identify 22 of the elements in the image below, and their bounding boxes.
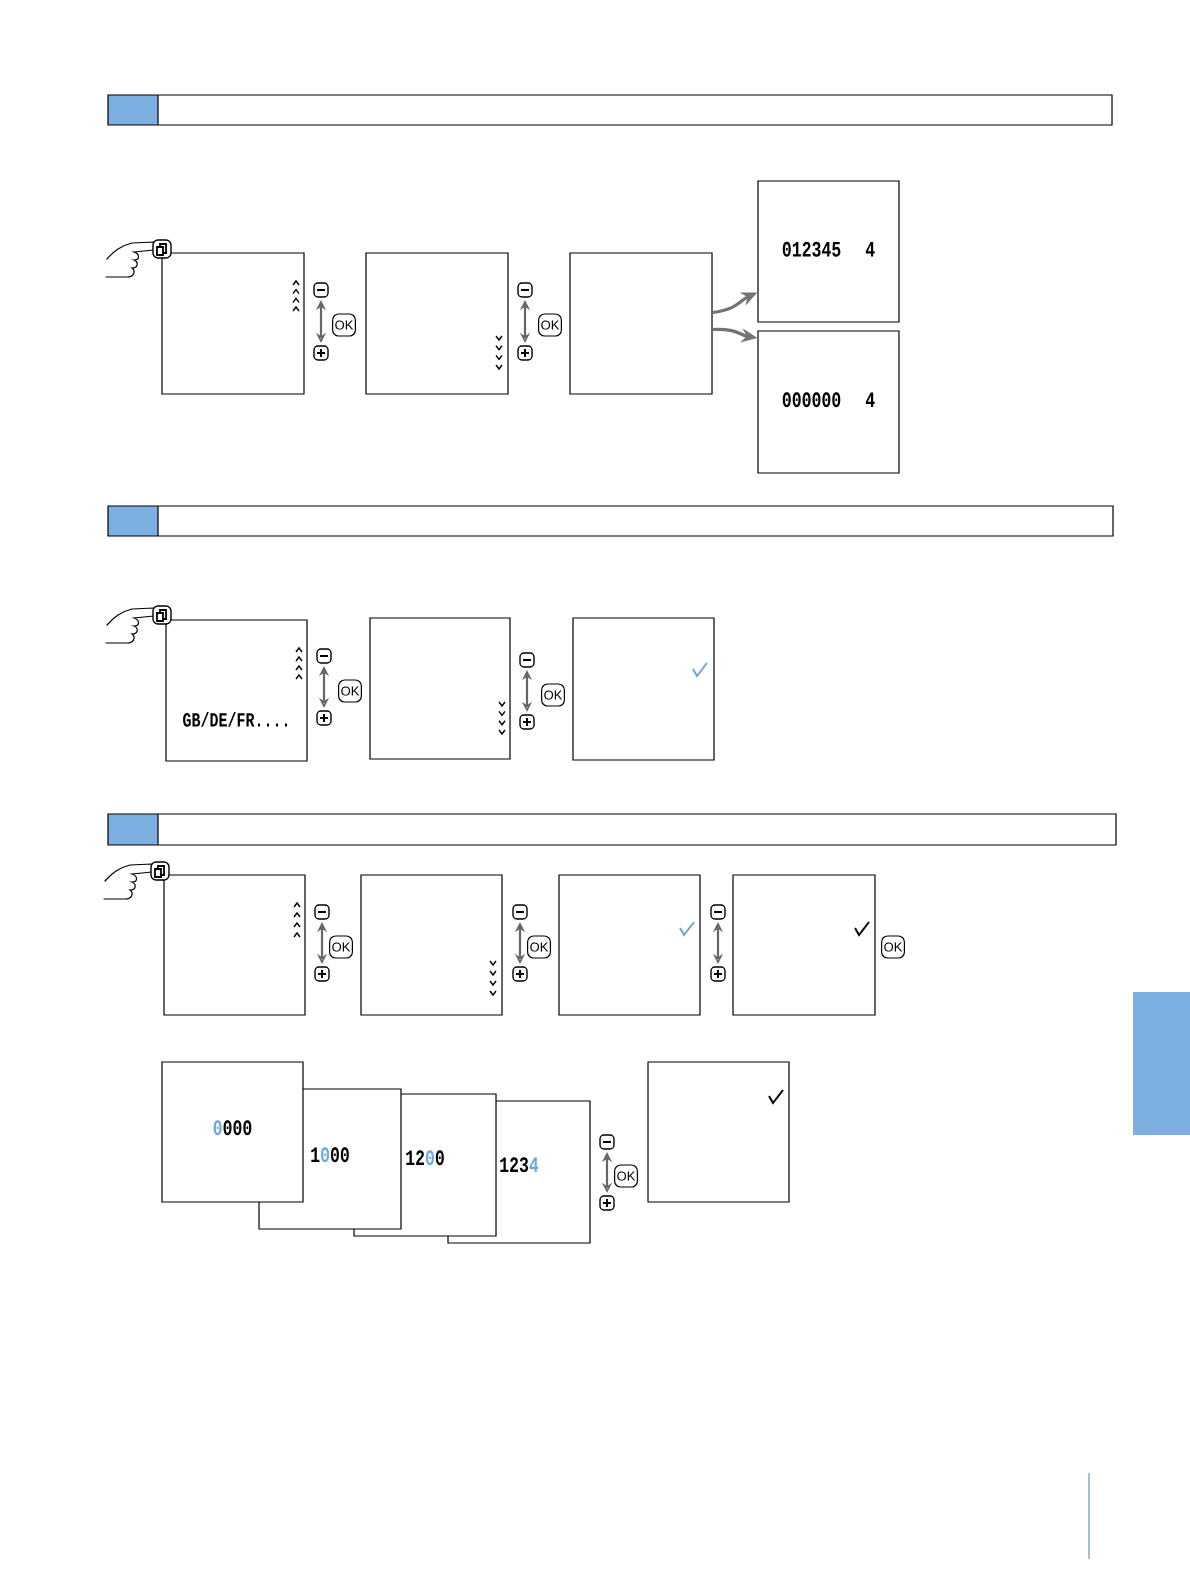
lcd-screen <box>569 252 713 395</box>
lcd-screen <box>360 874 503 1016</box>
lcd-screen: 0000 <box>161 1061 304 1203</box>
lcd-screen <box>163 874 306 1016</box>
ok-button: OK <box>614 1164 638 1188</box>
ok-button: OK <box>527 935 551 959</box>
lcd-screen <box>161 252 305 395</box>
ok-button: OK <box>881 935 905 959</box>
lcd-screen <box>369 617 511 760</box>
lcd-screen: 000000 4 <box>757 330 900 474</box>
lcd-screen <box>732 874 876 1016</box>
ok-button: OK <box>538 313 562 337</box>
ok-button: OK <box>332 313 356 337</box>
ok-button: OK <box>329 935 353 959</box>
lcd-screen <box>365 252 509 395</box>
lcd-screen <box>558 874 701 1016</box>
lcd-screen <box>572 617 715 761</box>
lcd-screen <box>647 1061 790 1203</box>
ok-button: OK <box>338 679 362 703</box>
lcd-screen: GB/DE/FR.... <box>165 619 308 762</box>
ok-button: OK <box>541 683 565 707</box>
lcd-screen: 012345 4 <box>757 180 900 323</box>
